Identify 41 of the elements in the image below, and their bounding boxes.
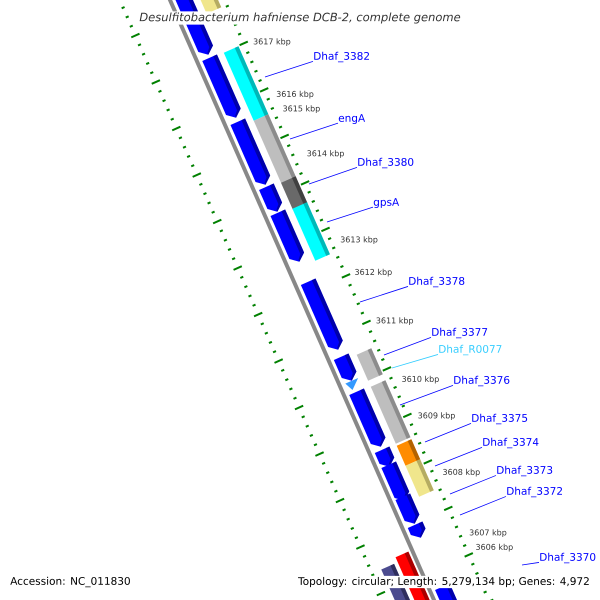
tick-label: 3614 kbp bbox=[307, 150, 344, 158]
gene-label: Dhaf_3382 bbox=[314, 52, 369, 62]
tick-label: 3611 kbp bbox=[376, 317, 414, 325]
gene-label: Dhaf_3378 bbox=[409, 276, 464, 288]
leader-line bbox=[434, 447, 482, 466]
tick-label: 3613 kbp bbox=[340, 236, 378, 244]
gene-label: Dhaf_3380 bbox=[358, 158, 414, 168]
leader-line bbox=[450, 475, 496, 494]
leader-line bbox=[522, 562, 540, 566]
leader-line bbox=[400, 385, 454, 406]
leader-line bbox=[290, 122, 338, 140]
genome-info-text: Topology: circular; Length: 5,279,134 bp; Genes: 4,972 bbox=[297, 576, 591, 588]
gene-label: Dhaf_3374 bbox=[483, 438, 538, 448]
accession-text: Accession: NC_011830 bbox=[9, 576, 132, 588]
gene-label: Dhaf_R0077 bbox=[439, 344, 502, 356]
leader-line bbox=[360, 286, 408, 302]
tick-label: 3610 kbp bbox=[402, 376, 439, 384]
gene-label: gpsA bbox=[374, 198, 400, 208]
title: Desulfitobacterium hafniense DCB-2, complete genome bbox=[138, 11, 462, 25]
gene-label: Dhaf_3377 bbox=[432, 328, 488, 338]
leader-line bbox=[424, 423, 472, 442]
leader-line bbox=[384, 337, 432, 356]
tick-label: 3617 kbp bbox=[254, 38, 290, 46]
gene-label: Dhaf_3370 bbox=[540, 552, 596, 564]
tick-label: 3612 kbp bbox=[355, 268, 392, 276]
leader-line bbox=[326, 206, 374, 222]
gene-label: Dhaf_3372 bbox=[507, 486, 562, 498]
tick-label: 3615 kbp bbox=[283, 105, 320, 113]
tick-label: 3608 kbp bbox=[443, 468, 480, 476]
gene-label: engA bbox=[338, 114, 366, 124]
leader-line bbox=[308, 167, 358, 184]
leader-line bbox=[264, 61, 314, 78]
tick-label: 3607 kbp bbox=[470, 529, 506, 537]
gene-label: Dhaf_3375 bbox=[472, 414, 528, 424]
leader-line bbox=[392, 354, 438, 368]
tick-label: 3606 kbp bbox=[476, 544, 513, 552]
tick-label: 3609 kbp bbox=[418, 412, 455, 420]
gene-label: Dhaf_3373 bbox=[497, 466, 552, 476]
leader-line bbox=[460, 496, 506, 516]
tick-label: 3616 kbp bbox=[276, 90, 314, 98]
gene-label: Dhaf_3376 bbox=[454, 376, 510, 386]
